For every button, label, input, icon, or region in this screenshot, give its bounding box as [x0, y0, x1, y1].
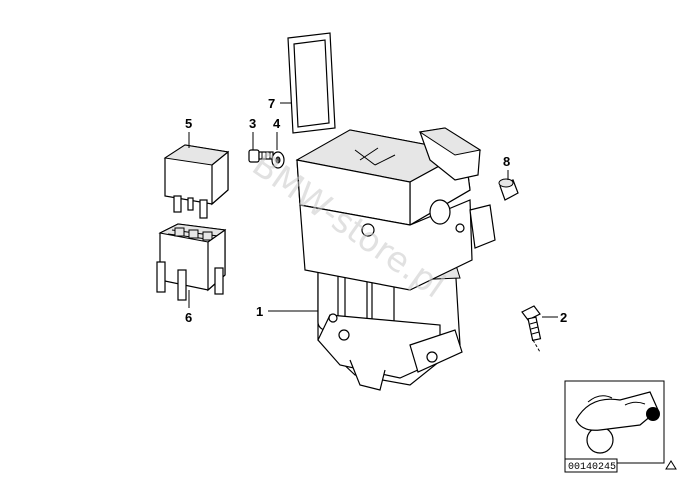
thumbnail-locator: 00140245 [564, 380, 665, 473]
washer-part-4[interactable] [271, 151, 285, 169]
callout-5: 5 [185, 116, 192, 131]
callout-1: 1 [256, 304, 263, 319]
motorcycle-icon [575, 391, 660, 454]
mounting-bolt-part-2[interactable] [521, 305, 542, 342]
triangle-icon [665, 460, 677, 470]
reference-number: 00140245 [568, 462, 616, 473]
location-marker [646, 407, 660, 421]
gasket-part-7[interactable] [287, 32, 336, 134]
leader-lines [188, 102, 558, 353]
callout-8: 8 [503, 154, 510, 169]
callout-7: 7 [268, 96, 275, 111]
bolt-part-3[interactable] [248, 149, 274, 163]
callout-6: 6 [185, 310, 192, 325]
relay-part-5[interactable] [163, 144, 230, 219]
callout-2: 2 [560, 310, 567, 325]
callout-3: 3 [249, 116, 256, 131]
abs-modulator-part-1[interactable] [295, 127, 496, 391]
relay-socket-part-6[interactable] [156, 223, 227, 301]
callout-4: 4 [273, 116, 281, 131]
cap-part-8[interactable] [498, 178, 519, 201]
